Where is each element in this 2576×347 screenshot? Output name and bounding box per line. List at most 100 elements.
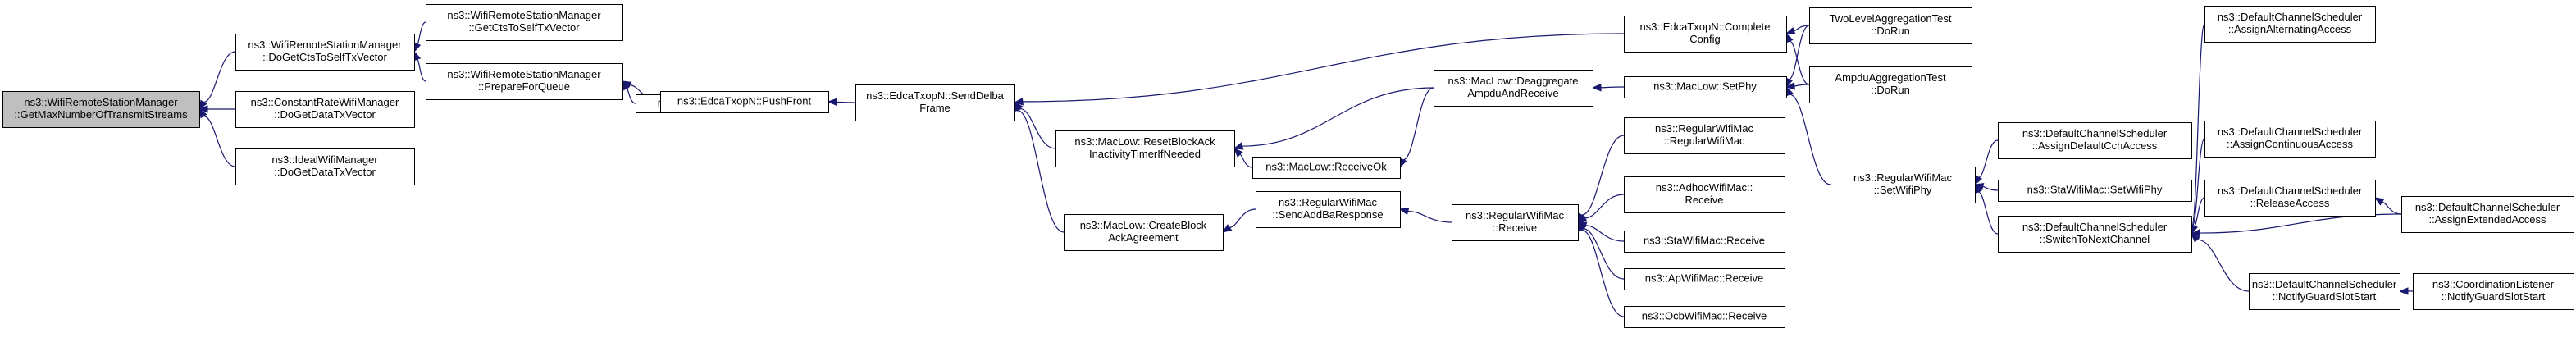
node-box: [235, 34, 415, 71]
arrowhead-icon: [2398, 287, 2409, 295]
node-box: [1055, 130, 1235, 167]
node-box: [1452, 204, 1579, 241]
call-edge: [413, 21, 426, 53]
function-node[interactable]: ns3::DefaultChannelScheduler::NotifyGuar…: [2249, 273, 2400, 310]
edge-line: [1982, 185, 1999, 191]
edge-line: [203, 51, 236, 103]
function-node[interactable]: ns3::StaWifiMac::Receive: [1624, 231, 1785, 253]
node-box: [1809, 66, 1972, 103]
function-node[interactable]: ns3::DefaultChannelScheduler::AssignExte…: [2401, 196, 2574, 233]
call-edge: [1014, 101, 1056, 149]
call-edge: [1974, 183, 1999, 235]
node-box: [1434, 70, 1593, 107]
node-label: ns3::DefaultChannelScheduler: [2218, 11, 2363, 23]
node-label: ::DoRun: [1871, 84, 1910, 96]
node-label: ::AssignExtendedAccess: [2428, 213, 2546, 226]
node-box: [2249, 273, 2400, 310]
call-edge: [1785, 25, 1810, 34]
function-node[interactable]: ns3::RegularWifiMac::RegularWifiMac: [1624, 117, 1785, 154]
function-node[interactable]: ns3::IdealWifiManager::DoGetDataTxVector: [235, 148, 415, 185]
function-node[interactable]: TwoLevelAggregationTest::DoRun: [1809, 7, 1972, 44]
edge-line: [2193, 197, 2205, 227]
node-box: [1064, 214, 1224, 251]
node-label: ns3::MacLow::ReceiveOk: [1265, 161, 1387, 173]
function-node[interactable]: AmpduAggregationTest::DoRun: [1809, 66, 1972, 103]
function-node[interactable]: ns3::DefaultChannelScheduler::AssignDefa…: [1998, 122, 2192, 159]
arrowhead-icon: [198, 105, 208, 113]
node-box: [1624, 268, 1785, 290]
node-label: AckAgreement: [1108, 231, 1179, 244]
node-label: ns3::EdcaTxopN::SendDelba: [866, 89, 1004, 102]
node-label: ns3::EdcaTxopN::PushFront: [677, 95, 812, 107]
node-label: ns3::AdhocWifiMac::: [1656, 181, 1753, 194]
function-node[interactable]: ns3::RegularWifiMac::Receive: [1452, 204, 1579, 241]
node-label: ns3::DefaultChannelScheduler: [2218, 126, 2363, 138]
arrowhead-icon: [1785, 27, 1796, 34]
arrowhead-icon: [413, 50, 422, 62]
function-node[interactable]: ns3::OcbWifiMac::Receive: [1624, 306, 1785, 328]
node-box: [2204, 121, 2376, 158]
call-edge: [1013, 33, 1625, 106]
arrowhead-icon: [1785, 82, 1795, 90]
function-node[interactable]: ns3::WifiRemoteStationManager::PrepareFo…: [426, 63, 623, 100]
node-label: ns3::StaWifiMac::Receive: [1644, 235, 1765, 247]
function-node[interactable]: ns3::DefaultChannelScheduler::AssignAlte…: [2204, 6, 2376, 43]
node-label: ::SwitchToNextChannel: [2040, 233, 2150, 245]
node-label: AmpduAggregationTest: [1835, 71, 1946, 84]
function-node[interactable]: ns3::RegularWifiMac::SetWifiPhy: [1831, 167, 1976, 203]
node-label: Receive: [1685, 194, 1724, 206]
node-label: ::ReleaseAccess: [2250, 197, 2330, 209]
edge-line: [1585, 225, 1625, 242]
node-label: ns3::MacLow::ResetBlockAck: [1074, 135, 1215, 148]
function-node[interactable]: ns3::MacLow::ReceiveOk: [1252, 157, 1401, 179]
arrowhead-icon: [1233, 148, 1243, 158]
node-label: ::PrepareForQueue: [478, 80, 570, 93]
root-function-node[interactable]: ns3::WifiRemoteStationManager::GetMaxNum…: [2, 91, 200, 128]
node-box: [660, 91, 829, 113]
edge-line: [1977, 191, 1999, 235]
edge-line: [2191, 23, 2205, 226]
node-box: [1252, 157, 1401, 179]
function-node[interactable]: ns3::DefaultChannelScheduler::AssignCont…: [2204, 121, 2376, 158]
function-node[interactable]: ns3::EdcaTxopN::PushFront: [660, 91, 829, 113]
node-label: ::AssignDefaultCchAccess: [2032, 139, 2158, 152]
node-label: AmpduAndReceive: [1467, 87, 1558, 99]
node-label: ns3::RegularWifiMac: [1655, 122, 1753, 135]
edge-line: [1581, 229, 1625, 317]
arrowhead-icon: [1398, 207, 1410, 216]
edge-line: [1022, 33, 1625, 103]
node-box: [1831, 167, 1976, 203]
node-box: [1998, 122, 2192, 159]
function-node[interactable]: ns3::DefaultChannelScheduler::ReleaseAcc…: [2204, 180, 2376, 217]
function-node[interactable]: ns3::ApWifiMac::Receive: [1624, 268, 1785, 290]
node-label: ::RegularWifiMac: [1664, 135, 1745, 147]
edge-line: [626, 88, 636, 104]
function-node[interactable]: ns3::MacLow::ResetBlockAckInactivityTime…: [1055, 130, 1235, 167]
node-label: ns3::DefaultChannelScheduler: [2252, 278, 2397, 290]
function-node[interactable]: ns3::WifiRemoteStationManager::GetCtsToS…: [426, 4, 623, 41]
call-edge: [1591, 83, 1625, 92]
node-box: [426, 63, 623, 100]
function-node[interactable]: ns3::WifiRemoteStationManager::DoGetCtsT…: [235, 34, 415, 71]
edge-line: [1789, 40, 1810, 85]
function-node[interactable]: ns3::ConstantRateWifiManager::DoGetDataT…: [235, 91, 415, 128]
call-edge: [413, 50, 426, 82]
edge-line: [1402, 87, 1434, 161]
node-box: [2204, 6, 2376, 43]
edge-line: [1581, 135, 1625, 216]
node-label: ns3::WifiRemoteStationManager: [24, 96, 178, 108]
function-node[interactable]: ns3::StaWifiMac::SetWifiPhy: [1998, 180, 2192, 202]
function-node[interactable]: ns3::MacLow::SetPhy: [1624, 76, 1787, 98]
function-node[interactable]: ns3::DefaultChannelScheduler::SwitchToNe…: [1998, 216, 2192, 253]
function-node[interactable]: ns3::AdhocWifiMac::Receive: [1624, 176, 1785, 213]
function-node[interactable]: ns3::CoordinationListener::NotifyGuardSl…: [2413, 273, 2574, 310]
node-box: [1809, 7, 1972, 44]
call-edge: [2190, 213, 2402, 237]
function-node[interactable]: ns3::RegularWifiMac::SendAddBaResponse: [1256, 191, 1401, 228]
call-edge: [2373, 197, 2402, 215]
node-label: ns3::OcbWifiMac::Receive: [1642, 310, 1767, 322]
